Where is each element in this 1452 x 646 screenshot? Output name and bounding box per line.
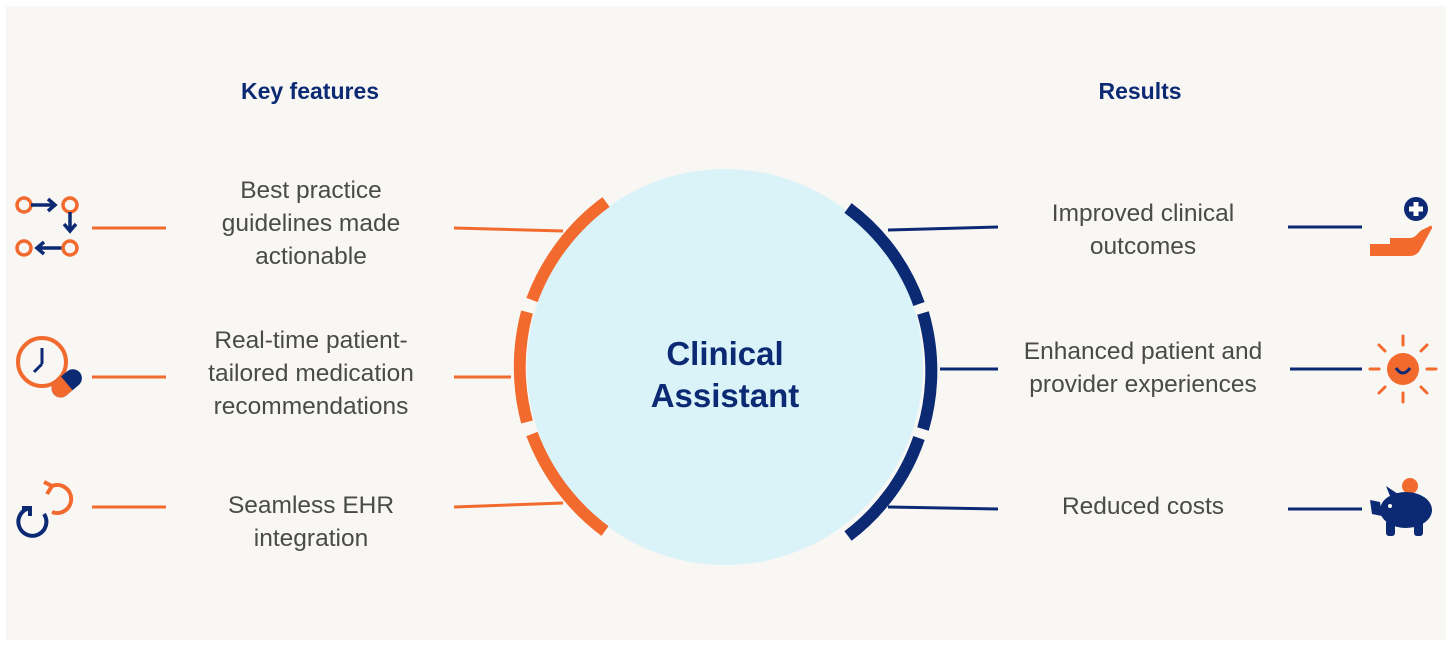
feature-text-1: Best practice guidelines made actionable bbox=[180, 174, 442, 273]
result-arc-1 bbox=[844, 203, 925, 307]
center-title: Clinical Assistant bbox=[610, 333, 840, 417]
feature-3-line-1: Seamless EHR bbox=[227, 492, 395, 519]
hand-plus-icon bbox=[1370, 197, 1433, 256]
feature-arc-3 bbox=[526, 431, 609, 536]
feature-connector-1-inner bbox=[453, 226, 564, 233]
center-circle bbox=[527, 169, 923, 565]
result-arc-2 bbox=[917, 311, 938, 431]
feature-arc-2 bbox=[513, 310, 533, 424]
result-1-line-2: outcomes bbox=[1089, 233, 1197, 260]
feature-3-line-2: integration bbox=[253, 525, 369, 552]
result-connector-3-inner bbox=[887, 505, 999, 511]
result-1-line-1: Improved clinical bbox=[1051, 200, 1235, 227]
piggy-bank-icon bbox=[1370, 478, 1432, 536]
feature-1-line-2: guidelines made bbox=[221, 210, 401, 237]
feature-text-3: Seamless EHR integration bbox=[180, 489, 442, 555]
feature-2-line-3: recommendations bbox=[213, 393, 409, 420]
center-title-line2: Assistant bbox=[650, 377, 800, 414]
results-heading: Results bbox=[1098, 78, 1182, 104]
feature-2-line-1: Real-time patient- bbox=[214, 327, 408, 354]
clock-pill-icon bbox=[16, 336, 82, 398]
feature-2-line-2: tailored medication bbox=[208, 360, 414, 387]
center-title-line1: Clinical bbox=[666, 335, 784, 372]
smiling-sun-icon bbox=[1368, 334, 1438, 404]
feature-arc-1 bbox=[526, 197, 610, 303]
result-text-1: Improved clinical outcomes bbox=[996, 197, 1290, 263]
feature-connector-3-inner bbox=[453, 501, 564, 509]
result-text-2: Enhanced patient and provider experience… bbox=[996, 335, 1290, 401]
result-2-line-1: Enhanced patient and bbox=[1023, 338, 1263, 365]
feature-1-line-3: actionable bbox=[255, 243, 367, 270]
features-heading: Key features bbox=[240, 78, 380, 104]
result-3-line-1: Reduced costs bbox=[1061, 493, 1225, 520]
workflow-arrows-icon bbox=[15, 196, 79, 257]
feature-text-2: Real-time patient- tailored medication r… bbox=[180, 324, 442, 423]
result-text-3: Reduced costs bbox=[996, 490, 1290, 523]
result-2-line-2: provider experiences bbox=[1029, 371, 1257, 398]
result-connector-1-inner bbox=[887, 225, 999, 232]
feature-1-line-1: Best practice bbox=[240, 177, 382, 204]
sync-arrows-icon bbox=[16, 480, 74, 538]
result-arc-3 bbox=[844, 436, 925, 541]
